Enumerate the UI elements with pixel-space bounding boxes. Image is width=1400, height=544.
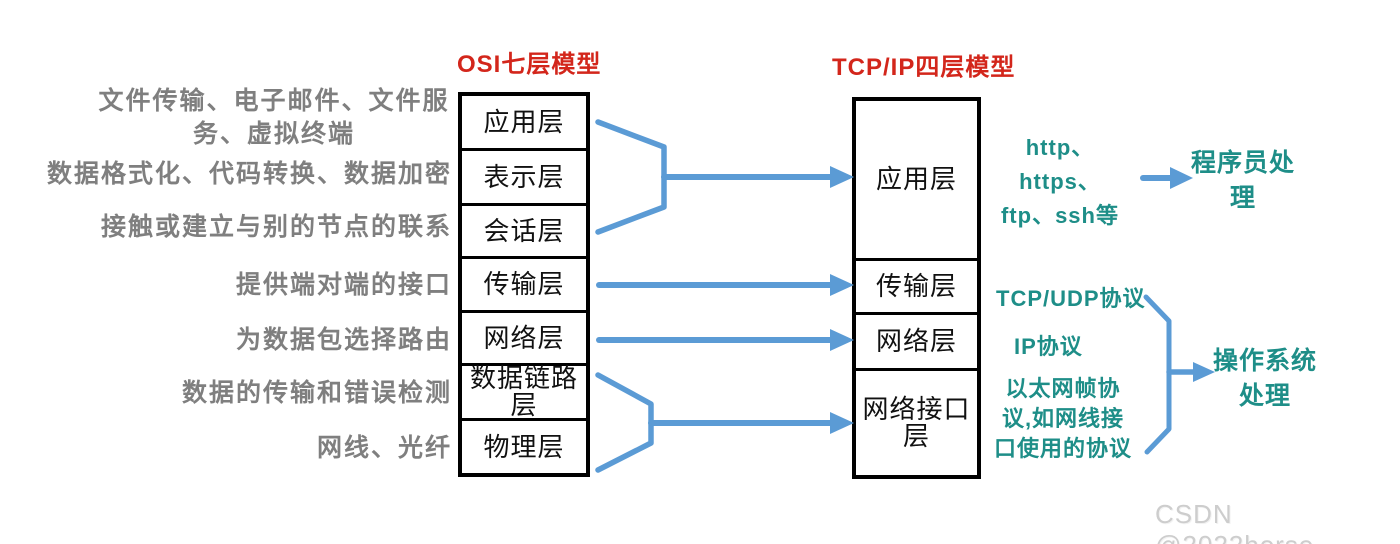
bracket-osi-lower-layers (595, 372, 654, 473)
tcpip-layer-network-interface: 网络接口层 (862, 394, 971, 451)
arrowhead-network-interface (830, 412, 854, 434)
osi-layer-session: 会话层 (462, 206, 586, 259)
osi-description-network: 为数据包选择路由 (235, 326, 452, 354)
protocols-application: http、 https、 ftp、ssh等 (1000, 135, 1119, 228)
tcpip-layer-application: 应用层 (856, 101, 977, 261)
bracket-tcpip-protocols (1143, 294, 1172, 455)
osi-layer-network: 网络层 (462, 313, 586, 366)
tcpip-layer-network: 网络层 (856, 315, 977, 371)
arrowhead-network (830, 329, 854, 351)
os-handles-label: 操作系统 处理 (1212, 347, 1317, 410)
osi-model-box: 应用层 表示层 会话层 传输层 网络层 数据链路层 物理层 (458, 92, 590, 477)
osi-layer-presentation: 表示层 (462, 151, 586, 206)
osi-description-transport: 提供端对端的接口 (235, 271, 452, 299)
osi-description-application: 文件传输、电子邮件、文件服 务、虚拟终端 (98, 87, 450, 148)
protocols-network-interface: 以太网帧协 议,如网线接 口使用的协议 (993, 376, 1132, 461)
osi-model-title: OSI七层模型 (457, 51, 602, 78)
osi-layer-datalink: 数据链路层 (462, 365, 586, 421)
protocols-network: IP协议 (1014, 334, 1083, 359)
arrowhead-application (830, 166, 854, 188)
tcpip-model-title: TCP/IP四层模型 (832, 54, 1016, 81)
osi-layer-application: 应用层 (462, 96, 586, 151)
tcpip-layer-transport: 传输层 (856, 261, 977, 315)
protocols-transport: TCP/UDP协议 (996, 286, 1146, 311)
bracket-osi-upper-layers (595, 119, 667, 235)
osi-description-datalink: 数据的传输和错误检测 (181, 379, 452, 407)
csdn-watermark: CSDN @2022horse (1155, 499, 1313, 544)
osi-description-session: 接触或建立与别的节点的联系 (100, 213, 452, 241)
programmer-handles-label: 程序员处 理 (1190, 149, 1295, 212)
osi-layer-transport: 传输层 (462, 259, 586, 313)
osi-layer-physical: 物理层 (483, 431, 565, 462)
osi-description-physical: 网线、光纤 (316, 434, 452, 462)
arrowhead-transport (830, 274, 854, 296)
osi-description-presentation: 数据格式化、代码转换、数据加密 (46, 160, 452, 188)
tcpip-model-box: 应用层 传输层 网络层 网络接口层 (852, 97, 981, 479)
